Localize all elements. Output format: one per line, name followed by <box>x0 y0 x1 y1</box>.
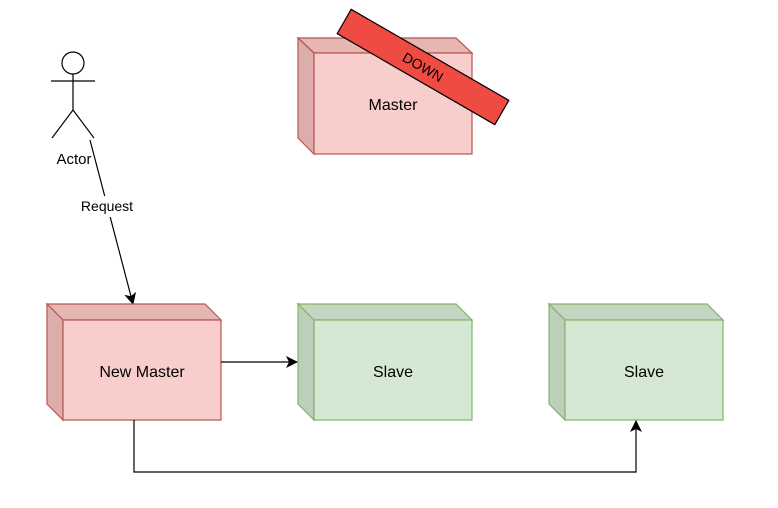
actor-icon[interactable] <box>51 51 95 139</box>
request-label: Request <box>81 198 133 214</box>
new-master-label: New Master <box>99 364 185 381</box>
new-master-node[interactable] <box>45 302 223 422</box>
request-label-bg <box>75 196 137 217</box>
slave-2-label: Slave <box>624 364 664 381</box>
slave-1-label: Slave <box>373 364 413 381</box>
actor-label: Actor <box>56 151 91 168</box>
replication-edge-slave-2[interactable] <box>133 420 642 473</box>
slave-node-2[interactable] <box>547 302 725 422</box>
slave-node-1[interactable] <box>296 302 474 422</box>
master-label: Master <box>369 97 419 114</box>
request-edge[interactable] <box>89 139 137 305</box>
